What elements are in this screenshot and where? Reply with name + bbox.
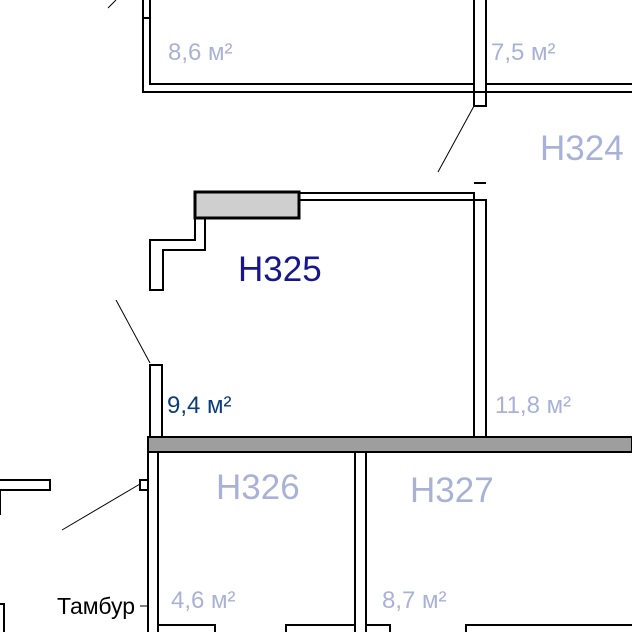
room-area-h324: 11,8 м² — [495, 392, 571, 419]
wall-h325 — [298, 182, 487, 437]
door-line-h325 — [115, 299, 151, 364]
wall-left-fragment — [0, 479, 51, 632]
room-area-8-6: 8,6 м² — [168, 39, 233, 66]
door-line-h326 — [61, 483, 141, 531]
room-name-h326[interactable]: Н326 — [216, 468, 300, 507]
corridor-wall — [147, 436, 632, 453]
room-area-7-5: 7,5 м² — [491, 39, 556, 66]
room-area-h327: 8,7 м² — [382, 587, 447, 614]
wall-h325-left-notch — [149, 217, 206, 291]
room-name-h325[interactable]: Н325 — [238, 250, 322, 289]
radiator-block — [193, 190, 301, 220]
room-name-h327[interactable]: Н327 — [410, 471, 494, 510]
door-line-top-left — [107, 0, 117, 9]
door-line-h324 — [437, 105, 475, 173]
wall-bottom-stubs — [158, 624, 632, 632]
room-area-h326: 4,6 м² — [171, 587, 236, 614]
room-name-h324[interactable]: Н324 — [540, 129, 624, 168]
room-area-h325: 9,4 м² — [167, 392, 232, 419]
wall-h325-left-lower — [149, 364, 163, 438]
door-lines — [61, 0, 475, 607]
wall-divider-h326-h327 — [354, 452, 367, 632]
wall-divider-8-6-7-5 — [473, 84, 487, 107]
wall-left-column — [139, 437, 159, 632]
vestibule-label: Тамбур — [57, 593, 135, 619]
